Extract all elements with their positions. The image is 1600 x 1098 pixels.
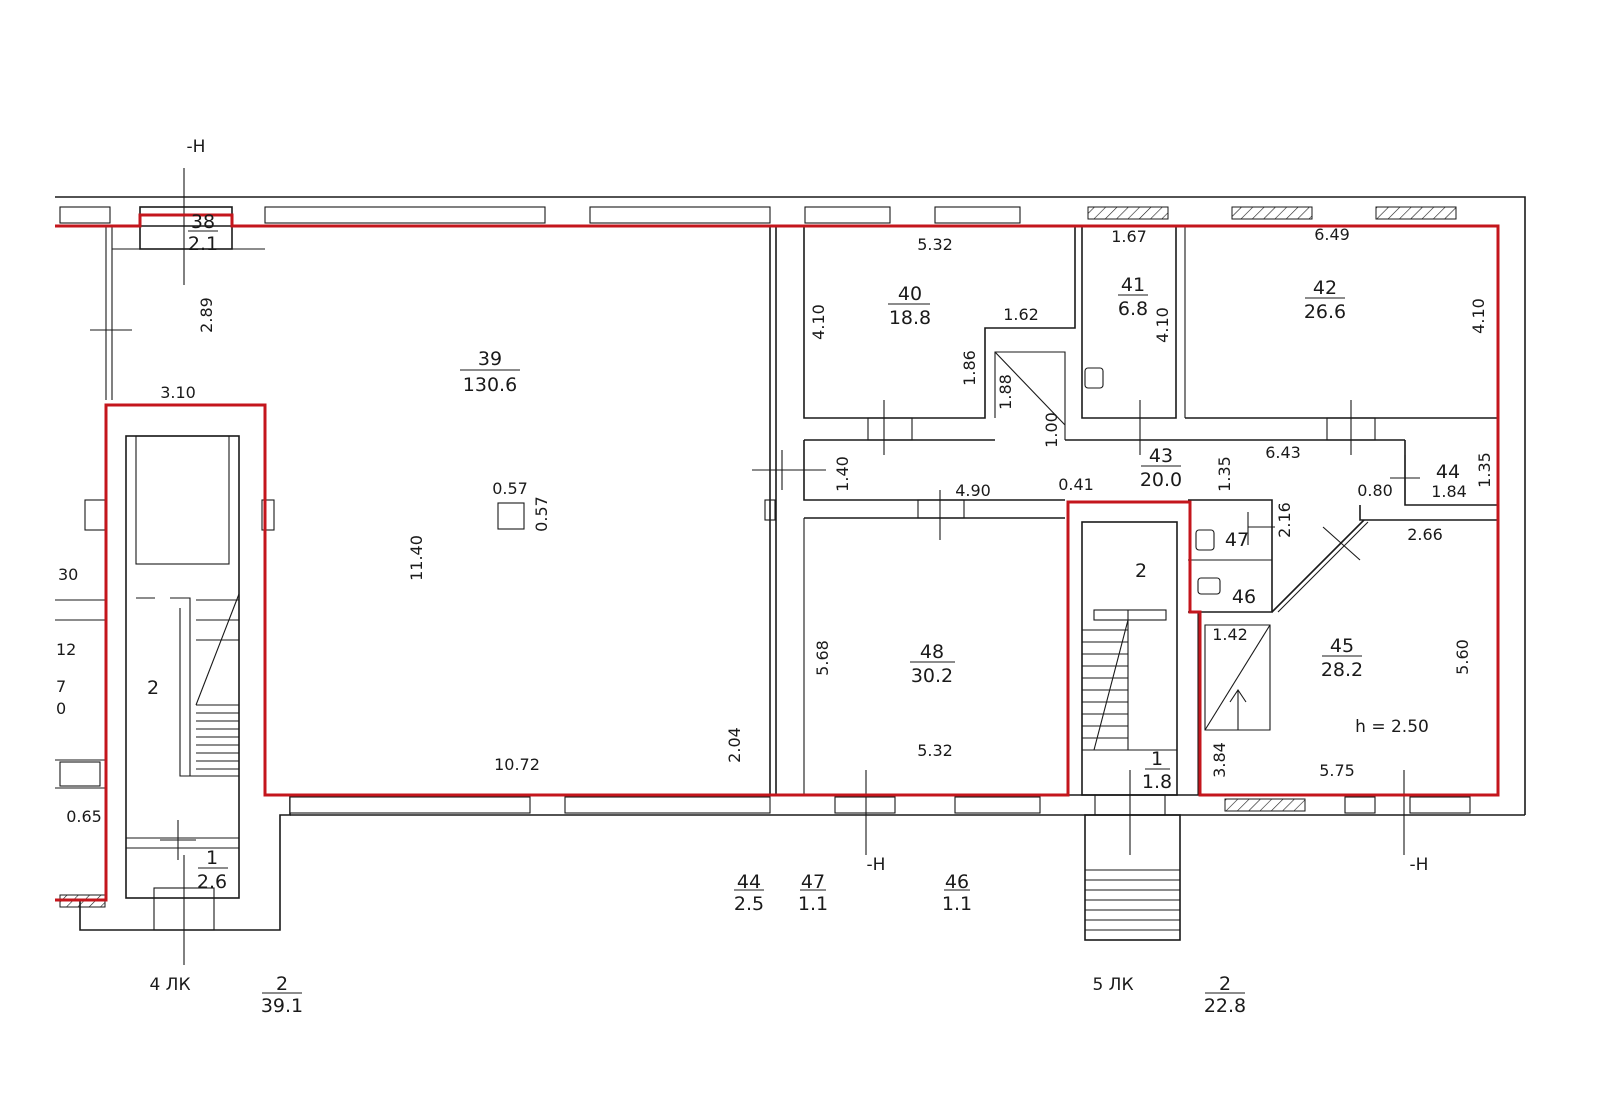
- dim-label: 1.88: [996, 374, 1015, 410]
- dim-label: 5.60: [1453, 639, 1472, 675]
- legend-47-number: 47: [801, 871, 825, 893]
- interior-walls: [55, 168, 1498, 965]
- stair-4lk-label: 4 ЛК: [149, 975, 190, 995]
- dim-label: 4.10: [1153, 307, 1172, 343]
- area-legend: 44 2.5 47 1.1 46 1.1 2 39.1 2 22.8: [261, 871, 1246, 1017]
- dim-label: 1.42: [1212, 625, 1248, 644]
- room-44-number: 44: [1436, 461, 1460, 483]
- stair-mid-label: 2: [1135, 560, 1147, 582]
- room-48-number: 48: [920, 641, 944, 663]
- edge-fragment-label: 12: [56, 640, 76, 659]
- room-40-area: 18.8: [889, 307, 931, 329]
- fraction-bars: [188, 230, 1362, 994]
- section-marks: -Н -Н -Н 4 ЛК 5 ЛК: [149, 137, 1428, 995]
- room-47-number: 47: [1225, 529, 1249, 551]
- dim-label: 0.41: [1058, 475, 1094, 494]
- outer-walls: [55, 196, 1526, 931]
- dim-label: 5.75: [1319, 761, 1355, 780]
- legend-2b-area: 22.8: [1204, 995, 1246, 1017]
- dim-label: 6.49: [1314, 225, 1350, 244]
- room-39-area: 130.6: [463, 374, 517, 396]
- room-38-number: 38: [191, 211, 215, 233]
- legend-46-area: 1.1: [942, 893, 972, 915]
- dim-label: 1.62: [1003, 305, 1039, 324]
- dim-label: 5.32: [917, 235, 953, 254]
- dim-label: 0.57: [492, 479, 528, 498]
- room-43-number: 43: [1149, 445, 1173, 467]
- stair-5lk-label: 5 ЛК: [1092, 975, 1133, 995]
- room-42-number: 42: [1313, 277, 1337, 299]
- legend-2b-number: 2: [1219, 973, 1231, 995]
- section-mark-right: -Н: [1410, 855, 1429, 875]
- room-1b-number: 1: [1151, 748, 1163, 770]
- dim-label: 0.80: [1357, 481, 1393, 500]
- edge-fragment-label: 0: [56, 699, 66, 718]
- dim-label: 1.40: [833, 456, 852, 492]
- dimension-labels: 5.32 1.67 6.49 2.89 4.10 1.62 1.86 1.88 …: [56, 225, 1494, 826]
- room-1b-area: 1.8: [1142, 771, 1172, 793]
- room-39-number: 39: [478, 348, 502, 370]
- dim-label: 2.16: [1275, 502, 1294, 538]
- room-46-number: 46: [1232, 586, 1256, 608]
- room-45-area: 28.2: [1321, 659, 1363, 681]
- room-40-number: 40: [898, 283, 922, 305]
- edge-fragment-label: 30: [58, 565, 78, 584]
- dim-label: 1.35: [1475, 452, 1494, 488]
- dim-label: 1.84: [1431, 482, 1467, 501]
- section-mark-mid: -Н: [867, 855, 886, 875]
- stair-treads-left: [196, 599, 239, 770]
- dim-label: 4.10: [1469, 298, 1488, 334]
- stair-treads-mid: [1082, 629, 1128, 739]
- room-43-area: 20.0: [1140, 469, 1182, 491]
- legend-2a-number: 2: [276, 973, 288, 995]
- edge-fragment-label: 7: [56, 677, 66, 696]
- legend-46-number: 46: [945, 871, 969, 893]
- dim-label: 4.10: [809, 304, 828, 340]
- dim-label: 2.04: [725, 727, 744, 763]
- room-41-area: 6.8: [1118, 298, 1148, 320]
- legend-44-area: 2.5: [734, 893, 764, 915]
- dim-label: 0.65: [66, 807, 102, 826]
- dim-label: 3.84: [1210, 742, 1229, 778]
- dim-label: 1.86: [960, 350, 979, 386]
- dim-label: 6.43: [1265, 443, 1301, 462]
- room-1a-number: 1: [206, 847, 218, 869]
- section-mark-top: -Н: [187, 137, 206, 157]
- dim-label: 1.00: [1042, 412, 1061, 448]
- legend-44-number: 44: [737, 871, 761, 893]
- room-45-number: 45: [1330, 635, 1354, 657]
- dim-label: 2.89: [197, 297, 216, 333]
- door-marks: [90, 329, 1420, 860]
- dim-label: 1.67: [1111, 227, 1147, 246]
- stair-left-label: 2: [147, 677, 159, 699]
- dim-label: 5.68: [813, 640, 832, 676]
- dim-label: 0.57: [532, 496, 551, 532]
- room-labels: 38 2.1 39 130.6 40 18.8 41 6.8 42 26.6 4…: [147, 211, 1460, 893]
- dim-label: 10.72: [494, 755, 540, 774]
- dim-label: 4.90: [955, 481, 991, 500]
- leased-area-boundary: [55, 213, 1500, 902]
- dim-label: 1.35: [1215, 456, 1234, 492]
- room-41-number: 41: [1121, 274, 1145, 296]
- legend-2a-area: 39.1: [261, 995, 303, 1017]
- room-38-area: 2.1: [188, 233, 218, 255]
- room-42-area: 26.6: [1304, 301, 1346, 323]
- legend-47-area: 1.1: [798, 893, 828, 915]
- dim-label: 11.40: [407, 535, 426, 581]
- dim-label: 3.10: [160, 383, 196, 402]
- dim-label: 5.32: [917, 741, 953, 760]
- ceiling-height-label: h = 2.50: [1355, 717, 1429, 737]
- room-48-area: 30.2: [911, 665, 953, 687]
- dim-label: 2.66: [1407, 525, 1443, 544]
- room-1a-area: 2.6: [197, 871, 227, 893]
